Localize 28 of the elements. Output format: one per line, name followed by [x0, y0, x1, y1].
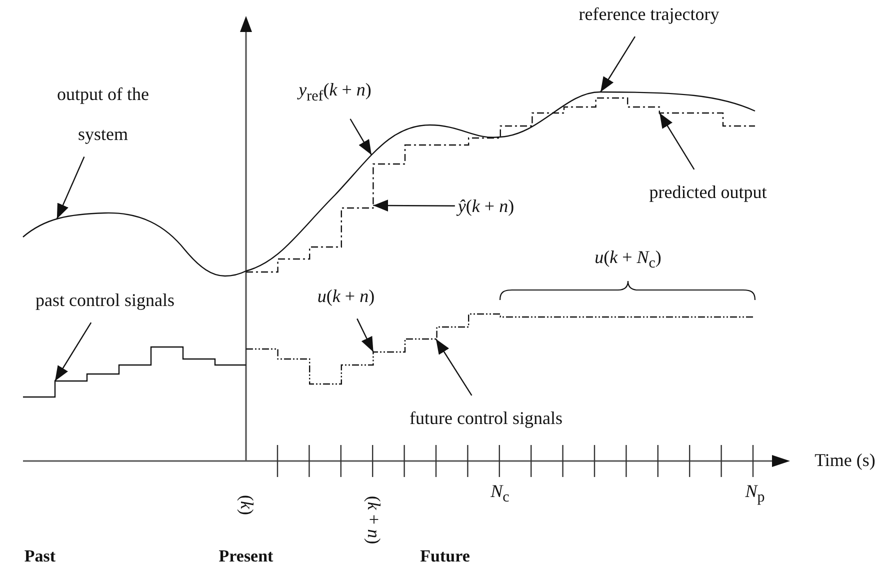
callout-text: output of the system [53, 74, 153, 154]
callout-text: predicted output [649, 172, 767, 212]
region-label: Future [420, 548, 470, 566]
leader-arrow [54, 322, 92, 382]
time-step-label: (k) [236, 495, 256, 515]
axis-label: Time (s) [814, 451, 876, 471]
leader-arrow [373, 200, 455, 212]
region-label: Past [24, 548, 56, 566]
leader-arrow [56, 156, 85, 220]
leader-arrow [600, 36, 636, 92]
axis-label: N$_{p}$ [745, 482, 765, 506]
future-control-staircase [245, 313, 755, 385]
past-control-staircase [22, 346, 246, 398]
leader-arrow [356, 318, 374, 352]
callout-text: y$_{ref}$(k + n) [298, 70, 372, 116]
callout-text: future control signals [410, 398, 562, 438]
callout-text: ŷ(k + n) [458, 186, 514, 226]
time-step-label: (k + n) [363, 496, 383, 544]
leader-arrow [435, 338, 472, 396]
callout-text: reference trajectory [578, 0, 720, 34]
region-label: Present [218, 548, 274, 566]
system-output-curve [22, 212, 246, 277]
leader-arrow [350, 118, 372, 156]
leader-arrow [659, 112, 695, 170]
axis-label: N$_{c}$ [490, 482, 510, 506]
callout-text: past control signals [36, 280, 174, 320]
callout-text: u(k + n) [317, 276, 375, 316]
axis-label: u(k + N$_{c}$) [594, 248, 662, 272]
